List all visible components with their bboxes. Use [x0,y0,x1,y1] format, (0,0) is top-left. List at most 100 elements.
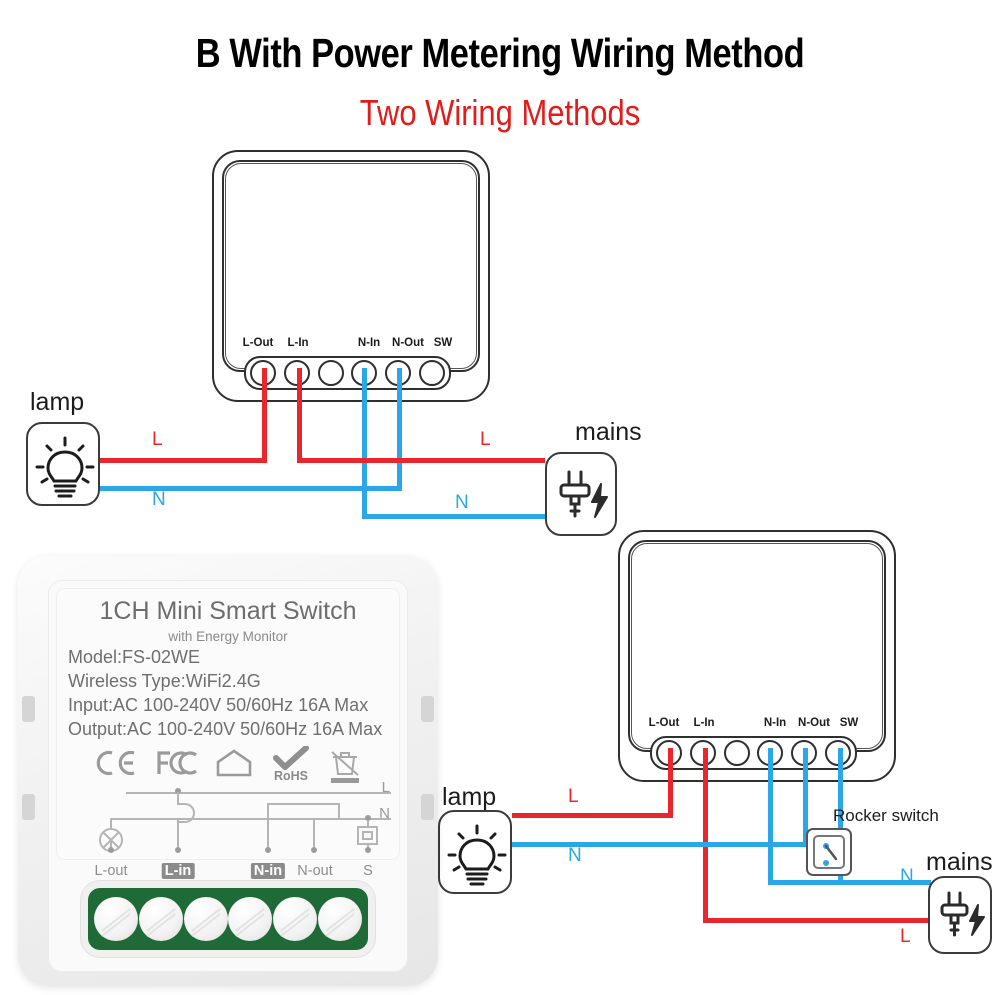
rocker-switch-caption: Rocker switch [833,806,939,825]
schematic-n-bridge-right [338,803,340,820]
product-spec-output: Output:AC 100-240V 50/60Hz 16A Max [68,719,383,739]
wire-mains-neutral-run-1 [362,514,545,519]
smart-switch-module-1: L-Out L-In N-In N-Out SW [212,150,490,402]
wire-label-mains-live-2: L [900,926,911,947]
side-clip-right-lower [421,794,434,820]
wire-lamp-live-run-2 [512,813,673,818]
wire-mains-live-run-1 [297,458,545,463]
plug-icon [559,470,608,518]
terminal-strip-2 [650,736,857,770]
wire-l-in-drop-1 [297,368,302,462]
wire-label-mains-live-1: L [480,429,491,450]
certification-row: RoHS [57,741,399,783]
side-clip-right-upper [421,696,434,722]
product-spec-input: Input:AC 100-240V 50/60Hz 16A Max [68,695,369,715]
schematic-terminal-n-in: N-in [250,863,286,879]
rocker-contact-icon [823,843,838,866]
terminal-screw[interactable] [228,897,273,941]
wire-n-in-drop-2 [768,748,773,885]
wire-lamp-neutral-run-2 [512,842,808,847]
wire-sw-drop-2 [838,748,843,885]
wire-l-out-drop-2 [668,748,673,818]
lamp-caption-1: lamp [30,388,85,416]
schematic-relay-stem-bottom [177,819,179,849]
wire-label-lamp-neutral-2: N [568,845,582,866]
side-clip-left-lower [22,794,35,820]
terminal-screw[interactable] [272,897,317,941]
terminal-label-n-in-2: N-In [763,717,787,729]
lamp-icon-box-2 [438,810,512,894]
rohs-label: RoHS [273,769,309,783]
mains-caption-2: mains [926,848,993,876]
terminal-label-n-out: N-Out [392,337,424,349]
terminal-screw[interactable] [183,897,228,941]
terminal-screw[interactable] [138,897,183,941]
schematic-s-lead-top [367,820,369,826]
lamp-caption-2: lamp [442,783,497,811]
schematic-terminal-l-in: L-in [161,863,195,879]
schematic-relay-arc [177,803,195,823]
mains-caption-1: mains [575,418,642,446]
terminal-block [88,888,368,950]
side-clip-left-upper [22,696,35,722]
terminal-hole-sw-2[interactable] [824,740,851,766]
wire-label-lamp-live-2: L [568,786,579,807]
product-label: 1CH Mini Smart Switch with Energy Monito… [56,588,400,879]
terminal-label-l-in-2: L-In [693,717,715,729]
schematic-s-box [357,826,378,845]
terminal-label-l-out-2: L-Out [648,717,680,729]
terminal-label-sw: SW [433,337,453,349]
plug-icon [940,891,985,937]
product-subtitle: with Energy Monitor [168,629,288,644]
schematic-terminal-l-out: L-out [94,863,128,879]
wire-n-out-drop-2 [803,748,808,847]
schematic-terminal-s: S [363,863,373,879]
wire-label-mains-neutral-2: N [900,866,914,887]
schematic-terminal-n-out: N-out [297,863,333,879]
schematic-n-bridge-top [267,803,340,805]
page-title: B With Power Metering Wiring Method [195,30,805,76]
terminal-screw[interactable] [317,897,362,941]
rocker-switch-inner [813,835,845,869]
schematic-lamp-lead-bottom [110,840,112,849]
schematic-rail-l [126,792,391,794]
wire-lamp-live-run-1 [100,458,267,463]
schematic-dot-s [365,847,371,853]
terminal-strip-1 [244,356,451,390]
terminal-hole-sw[interactable] [418,360,445,386]
product-spec-wireless: Wireless Type:WiFi2.4G [68,671,261,691]
ce-mark-icon [94,748,138,783]
product-photo: 1CH Mini Smart Switch with Energy Monito… [18,556,438,986]
terminal-screw[interactable] [94,897,139,941]
terminal-hole-l-in-2[interactable] [689,740,716,766]
schematic-dot-n-in [265,847,271,853]
lamp-icon-box-1 [26,422,100,506]
schematic-node-l [175,788,181,794]
schematic-node-s [365,815,371,821]
rocker-switch-icon[interactable] [806,828,852,876]
page-subtitle: Two Wiring Methods [359,92,641,133]
product-spec-model: Model:FS-02WE [68,647,201,667]
wire-l-out-drop-1 [262,368,267,462]
terminal-label-l-out: L-Out [242,337,274,349]
product-face: 1CH Mini Smart Switch with Energy Monito… [48,580,408,972]
wire-l-in-drop-2 [703,748,708,923]
wire-mains-live-run-2 [703,918,931,923]
wire-label-lamp-neutral-1: N [152,489,166,510]
wire-label-lamp-live-1: L [152,429,163,450]
smart-switch-module-2: L-Out L-In N-In N-Out SW [618,530,896,782]
fcc-mark-icon [155,748,197,783]
product-internal-schematic: L N [68,779,391,879]
schematic-dot-n-out [311,847,317,853]
schematic-rail-label-l: L [381,779,390,796]
terminal-label-sw-2: SW [839,717,859,729]
terminal-hole-l-in[interactable] [283,360,310,386]
schematic-rail-n [110,818,391,820]
wire-n-in-drop-1 [362,368,367,518]
terminal-label-n-in: N-In [357,337,381,349]
lamp-icon [35,436,95,498]
terminal-hole-blank-2[interactable] [723,740,750,766]
schematic-relay-stem-top [177,792,179,803]
terminal-hole-blank[interactable] [317,360,344,386]
